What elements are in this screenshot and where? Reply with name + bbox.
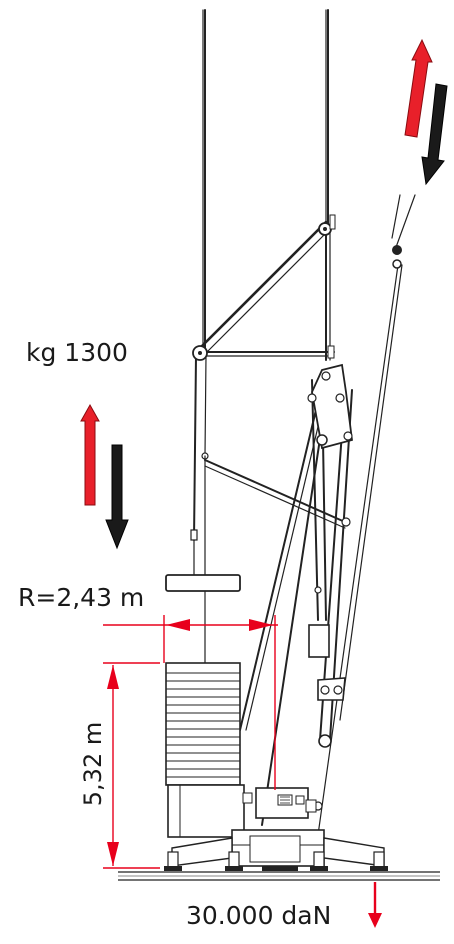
radius-label: R=2,43 m bbox=[18, 583, 144, 612]
down-arrow-icon bbox=[105, 444, 129, 550]
chassis bbox=[164, 829, 388, 871]
down-arrow-icon bbox=[421, 83, 448, 186]
tower-mast bbox=[202, 9, 329, 351]
counterweight-stack bbox=[165, 662, 241, 786]
stay-cables bbox=[317, 194, 416, 836]
lower-frame bbox=[204, 363, 353, 826]
ground-force-label: 30.000 daN bbox=[186, 901, 331, 930]
load-plate bbox=[165, 574, 241, 592]
ground-line bbox=[118, 871, 440, 881]
height-label: 5,32 m bbox=[79, 722, 107, 806]
jib-truss bbox=[192, 214, 336, 541]
up-arrow-icon bbox=[80, 403, 100, 506]
load-weight-label: kg 1300 bbox=[26, 338, 128, 367]
radius-dimension bbox=[103, 615, 278, 790]
up-arrow-icon bbox=[404, 38, 433, 138]
ballast-block bbox=[167, 784, 253, 838]
height-dimension bbox=[103, 662, 160, 869]
engine-housing bbox=[255, 787, 317, 819]
down-arrow-icon bbox=[368, 882, 382, 928]
